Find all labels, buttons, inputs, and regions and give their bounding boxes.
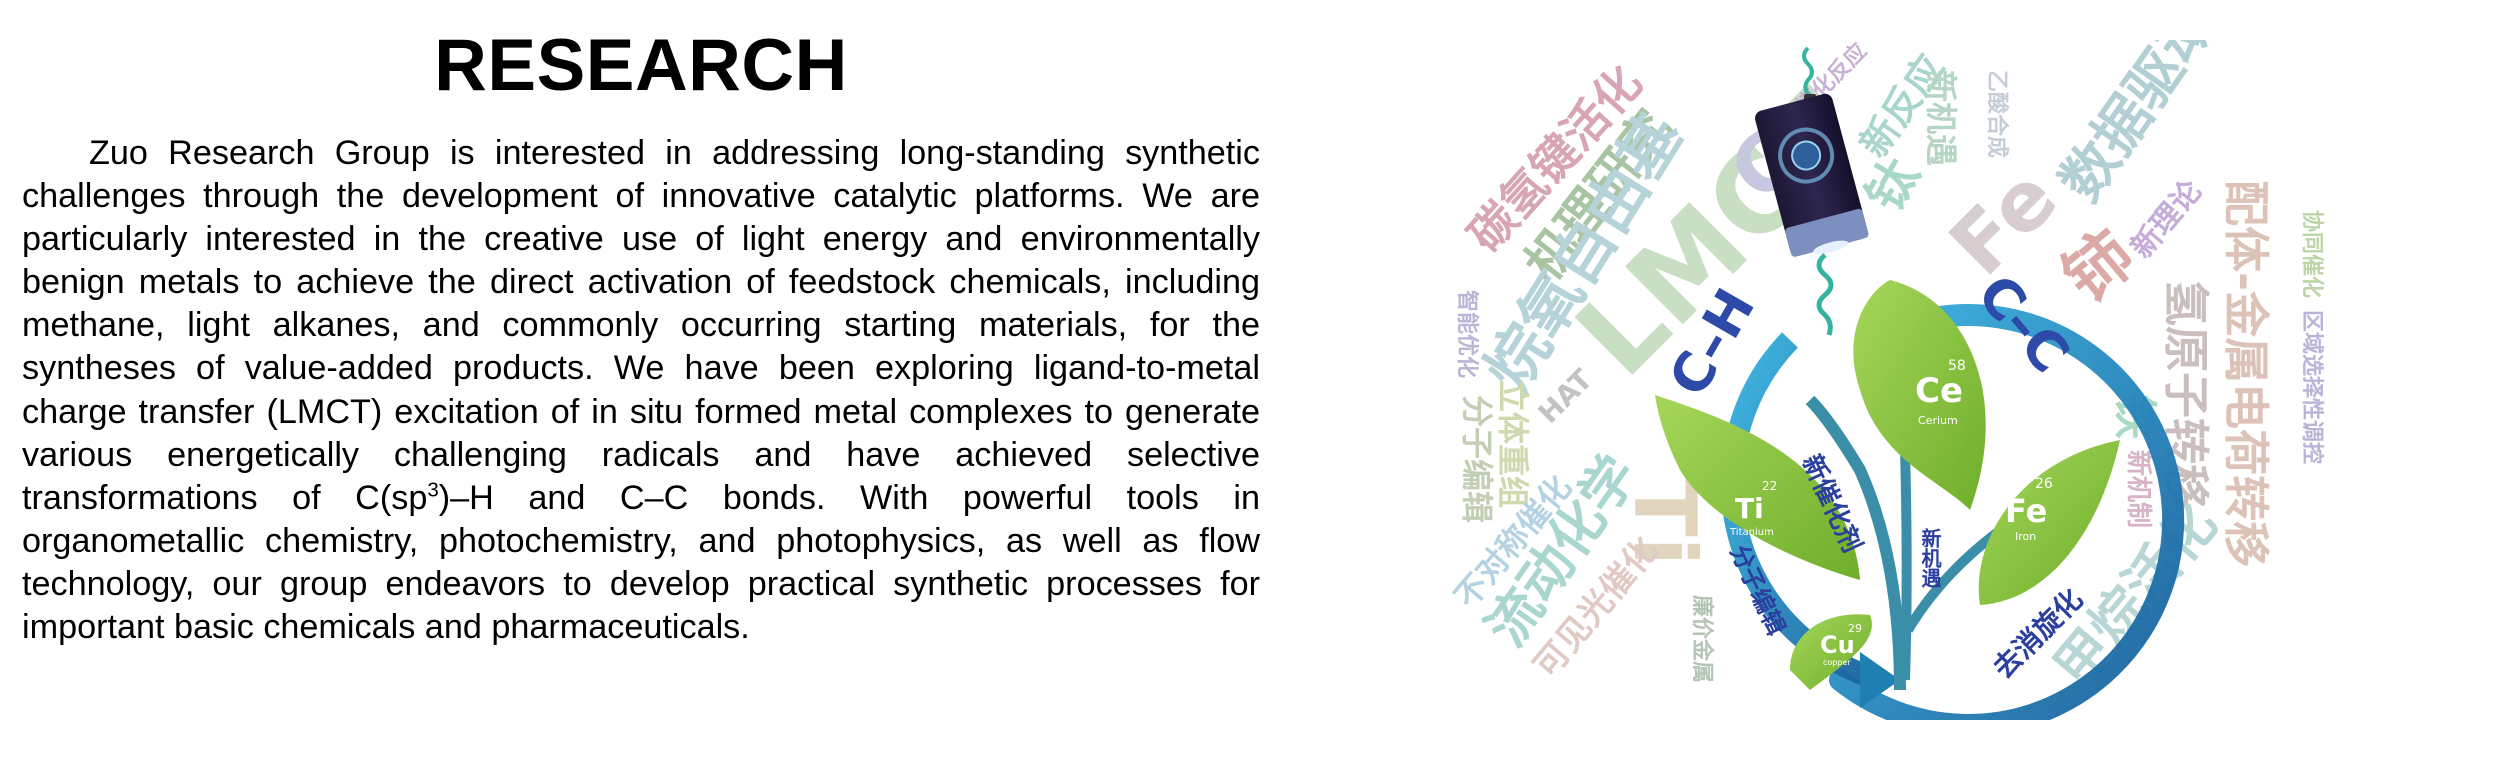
cloud-word: 新理论 (2124, 173, 2209, 265)
cloud-word: 协同催化 (2299, 210, 2325, 298)
leaf-ti (1655, 395, 1860, 580)
description-text-1: Zuo Research Group is interested in addr… (22, 134, 1260, 517)
cloud-word: 数据驱动 (2048, 40, 2230, 213)
lamp-icon (1755, 46, 1869, 336)
page-title: RESEARCH (434, 25, 848, 106)
arrow-head-icon (1860, 652, 1900, 708)
cloud-word: 乙酸合成 (1984, 70, 2010, 158)
description-text-2: )–H and C–C bonds. With powerful tools i… (22, 478, 1260, 647)
element-symbol: Cu (1820, 631, 1855, 659)
cloud-word: 廉价金属 (1689, 595, 1715, 683)
element-ce: 58 Ce Cerium (1915, 358, 1966, 427)
leaf-cu (1790, 614, 1872, 690)
research-illustration: 碳氢键活化 机理研究 烷氧自由基 LMCT Ce 规模化反应 新反应 新机遇 乙… (1447, 40, 2325, 720)
research-graphic: 碳氢键活化 机理研究 烷氧自由基 LMCT Ce 规模化反应 新反应 新机遇 乙… (1430, 40, 2380, 720)
cloud-word: 分子编辑 (1458, 395, 1496, 523)
cloud-word: 区域选择性调控 (2299, 310, 2325, 464)
research-description: Zuo Research Group is interested in addr… (22, 132, 1260, 649)
tag-new-opportunity: 新机遇 (1918, 527, 1942, 589)
element-cu: 29 Cu copper (1820, 622, 1862, 667)
cloud-word: 配体-金属电荷转移 (2219, 180, 2273, 567)
element-number: 26 (2035, 476, 2053, 492)
superscript-3: 3 (427, 478, 439, 502)
element-symbol: Ce (1915, 371, 1963, 411)
element-name: Cerium (1918, 414, 1958, 427)
element-number: 22 (1762, 479, 1777, 493)
bond-label-cc: C–C (1965, 263, 2082, 385)
cloud-word: 立体重组 (1494, 380, 1532, 508)
cloud-word: 新机制 (2123, 450, 2154, 528)
element-symbol: Fe (2005, 492, 2047, 530)
tag-molecular-editing: 分子编辑 (1725, 541, 1791, 640)
element-name: Iron (2015, 530, 2036, 543)
element-symbol: Ti (1735, 492, 1764, 525)
element-name: Titanium (1729, 527, 1774, 538)
element-fe: 26 Fe Iron (2005, 476, 2053, 543)
leaf-ce (1853, 280, 1986, 510)
cloud-word: 智能优化 (1454, 290, 1480, 378)
element-ti: 22 Ti Titanium (1729, 479, 1777, 538)
leaf-fe (1978, 440, 2120, 605)
cloud-word: 新机遇 (1922, 70, 1960, 166)
cloud-word: Ti (1614, 478, 1714, 566)
element-number: 29 (1848, 622, 1862, 635)
element-name: copper (1823, 658, 1851, 667)
element-number: 58 (1948, 358, 1966, 374)
